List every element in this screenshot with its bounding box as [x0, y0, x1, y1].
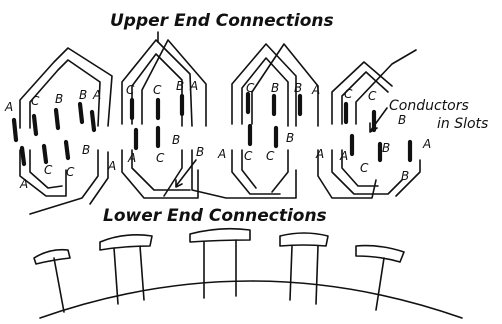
phase-letter-a: A — [311, 83, 320, 97]
phase-letter-a: A — [107, 159, 116, 173]
phase-letter-a: A — [92, 88, 101, 102]
phase-letter-a: A — [19, 177, 28, 191]
slot-tooth — [33, 248, 71, 313]
phase-letter-b: B — [294, 81, 302, 95]
phase-letter-c: C — [244, 149, 253, 163]
phase-letter-c: C — [153, 83, 162, 97]
phase-letter-a: A — [217, 147, 226, 161]
phase-letter-a: A — [315, 147, 324, 161]
phase-letter-c: C — [266, 149, 275, 163]
conductors — [11, 91, 413, 167]
phase-letter-b: B — [176, 79, 184, 93]
phase-letter-b: B — [196, 145, 204, 159]
armature-core — [33, 227, 463, 319]
conductors-label: Conductors — [389, 98, 469, 114]
phase-letter-a: A — [4, 100, 13, 114]
phase-letter-c: C — [360, 161, 369, 175]
phase-letter-c: C — [31, 94, 40, 108]
phase-letter-a: A — [339, 149, 348, 163]
phase-letter-c: C — [44, 163, 53, 177]
phase-letter-c: C — [246, 81, 255, 95]
phase-letter-a: A — [422, 137, 431, 151]
phase-letter-b: B — [82, 143, 90, 157]
phase-letter-b: B — [286, 131, 294, 145]
slot-tooth — [189, 227, 251, 299]
phase-letter-a: A — [189, 79, 198, 93]
phase-letter-b: B — [79, 88, 87, 102]
in-slots-label: in Slots — [437, 116, 488, 132]
phase-letter-b: B — [398, 113, 406, 127]
upper-end-connections-label: Upper End Connections — [110, 11, 334, 31]
phase-letter-a: A — [127, 151, 136, 165]
phase-letter-c: C — [344, 87, 353, 101]
slot-tooth — [99, 234, 153, 305]
slot-tooth — [355, 244, 405, 311]
coil-outlines — [19, 39, 417, 129]
phase-letter-c: C — [126, 83, 135, 97]
phase-letter-b: B — [382, 141, 390, 155]
phase-letter-b: B — [55, 92, 63, 106]
phase-letters: A C B B A A C C B C C B A A A C B B C B … — [4, 79, 431, 191]
phase-letter-b: B — [271, 81, 279, 95]
lower-end-connections-label: Lower End Connections — [103, 206, 327, 226]
phase-letter-c: C — [368, 89, 377, 103]
slot-tooth — [279, 232, 329, 305]
phase-letter-b: B — [172, 133, 180, 147]
phase-letter-c: C — [156, 151, 165, 165]
lower-end-connection-lines — [19, 149, 421, 215]
phase-letter-c: C — [66, 165, 75, 179]
phase-letter-b: B — [401, 169, 409, 183]
